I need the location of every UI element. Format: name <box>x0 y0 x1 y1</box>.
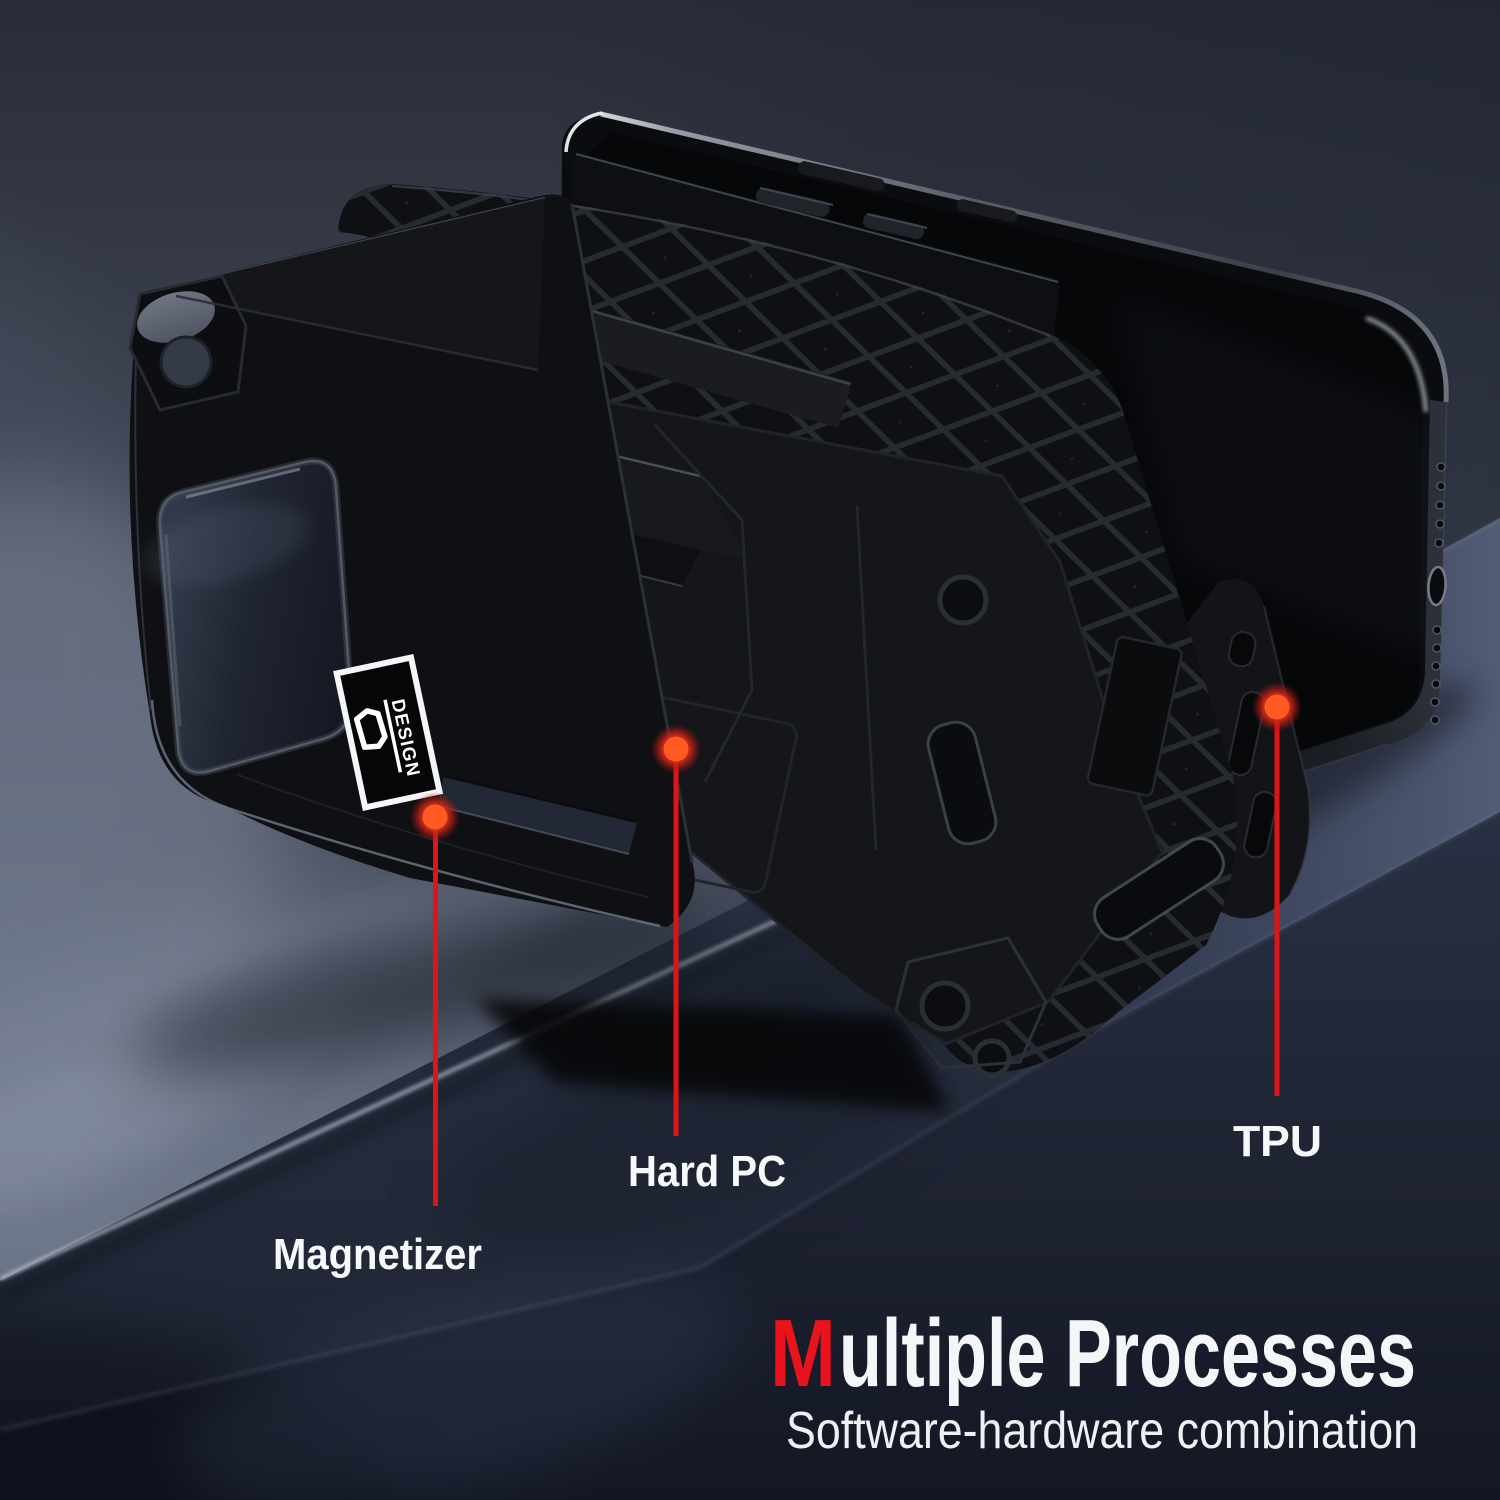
svg-text:Software-hardware combination: Software-hardware combination <box>786 1402 1418 1460</box>
svg-text:Hard PC: Hard PC <box>628 1147 786 1196</box>
svg-text:ultiple Processes: ultiple Processes <box>839 1300 1416 1407</box>
svg-text:Magnetizer: Magnetizer <box>273 1230 482 1279</box>
svg-text:TPU: TPU <box>1233 1117 1322 1166</box>
svg-text:M: M <box>770 1300 836 1407</box>
